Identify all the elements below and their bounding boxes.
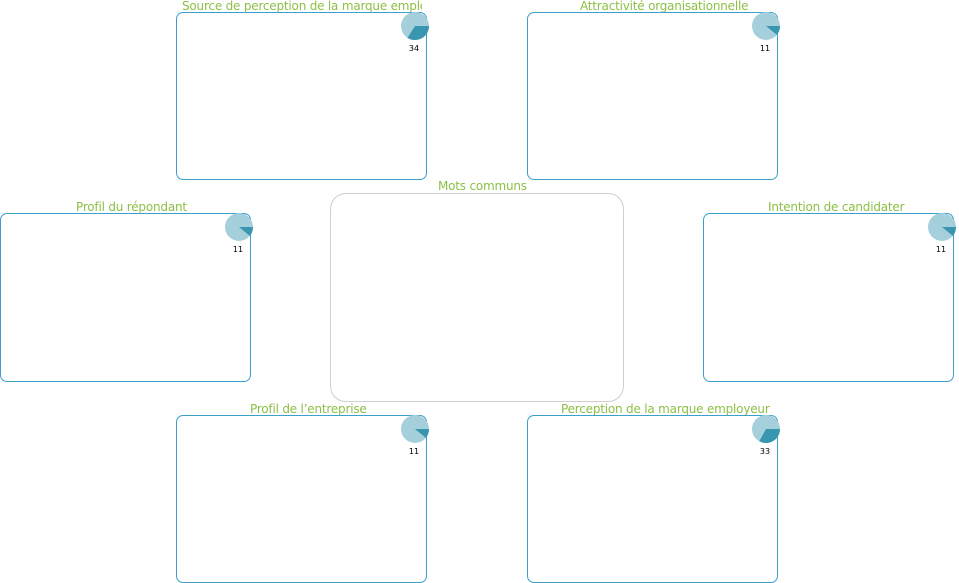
panel-title-profil-entreprise: Profil de l’entreprise — [250, 402, 367, 416]
pie-chart-icon — [752, 12, 780, 40]
panel-source-perception — [176, 12, 427, 180]
panel-count: 11 — [935, 245, 947, 254]
center-title: Mots communs — [438, 179, 527, 193]
pie-slice — [239, 227, 253, 236]
panel-perception — [527, 415, 778, 583]
panel-intention — [703, 213, 954, 382]
panel-count: 11 — [759, 44, 771, 53]
pie-chart-icon — [401, 12, 429, 40]
pie-chart-icon — [928, 213, 956, 241]
panel-title-attractivite: Attractivité organisationnelle — [580, 0, 749, 13]
panel-count: 11 — [408, 447, 420, 456]
pie-slice — [407, 26, 429, 40]
pie-chart-icon — [752, 415, 780, 443]
panel-title-intention: Intention de candidater — [768, 200, 905, 214]
panel-title-source-perception: Source de perception de la marque employ… — [182, 0, 422, 12]
panel-title-perception: Perception de la marque employeur — [561, 402, 770, 416]
panel-profil-entreprise — [176, 415, 427, 583]
panel-title-profil-repondant: Profil du répondant — [76, 200, 187, 214]
panel-count: 33 — [759, 447, 771, 456]
pie-chart-icon — [401, 415, 429, 443]
panel-attractivite — [527, 12, 778, 180]
pie-slice — [759, 429, 780, 443]
pie-slice — [766, 26, 780, 35]
panel-count: 34 — [408, 44, 420, 53]
pie-chart-icon — [225, 213, 253, 241]
pie-slice — [415, 429, 429, 438]
panel-count: 11 — [232, 245, 244, 254]
panel-common-words — [330, 193, 624, 402]
panel-profil-repondant — [0, 213, 251, 382]
pie-slice — [942, 227, 956, 236]
